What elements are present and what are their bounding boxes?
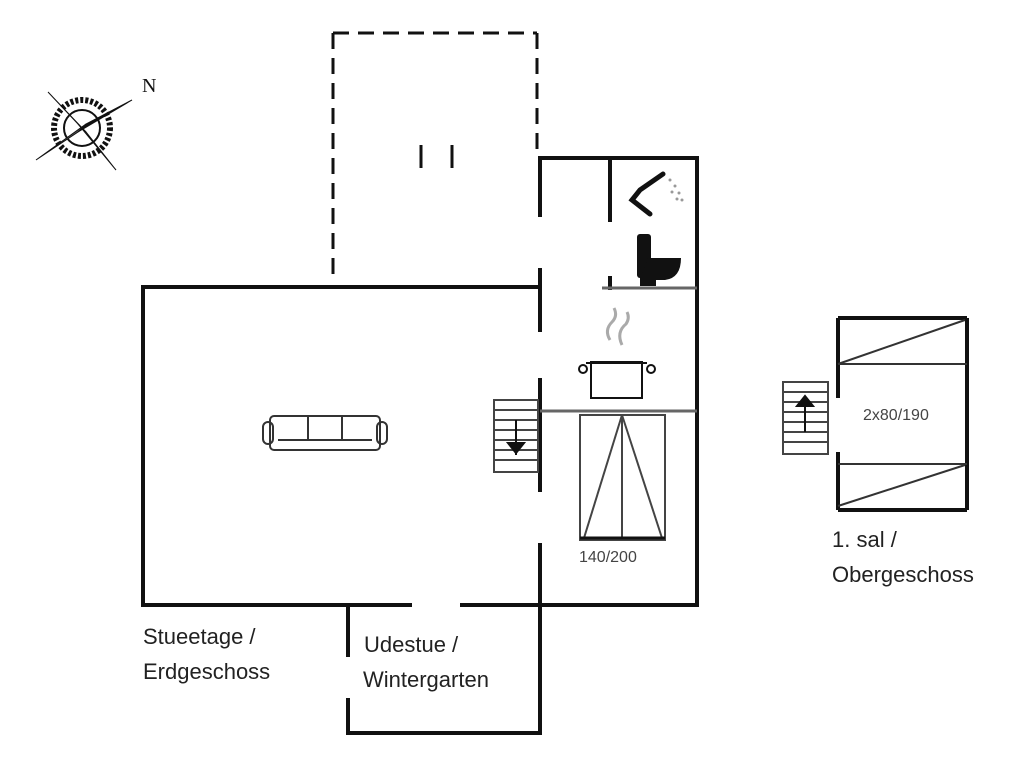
double-bed-icon [579,414,666,541]
upper-floor-label-1: 1. sal / [832,527,897,552]
single-beds-icon [837,319,967,507]
upper-bed-size: 2x80/190 [863,407,929,424]
staircase-down-icon [493,399,539,473]
sofa-icon [262,415,388,451]
interior-thin-walls [540,286,697,413]
upper-floor-label-2: Obergeschoss [832,562,974,587]
ground-bed-size: 140/200 [579,549,637,566]
ground-floor-walls [141,156,699,735]
terrace-outline [331,31,539,275]
ground-floor-label-2: Erdgeschoss [143,659,271,684]
north-label: N [142,75,157,97]
terrace-marks [419,145,454,168]
compass-rose-icon [35,91,133,171]
winter-garden-label-1: Udestue / [364,632,459,657]
cooking-pot-icon [578,307,656,399]
shower-icon [628,171,684,217]
toilet-icon [637,234,681,286]
staircase-up-icon [782,381,829,455]
ground-floor-label-1: Stueetage / [143,624,256,649]
winter-garden-label-2: Wintergarten [363,667,489,692]
upper-floor-walls [836,316,969,512]
